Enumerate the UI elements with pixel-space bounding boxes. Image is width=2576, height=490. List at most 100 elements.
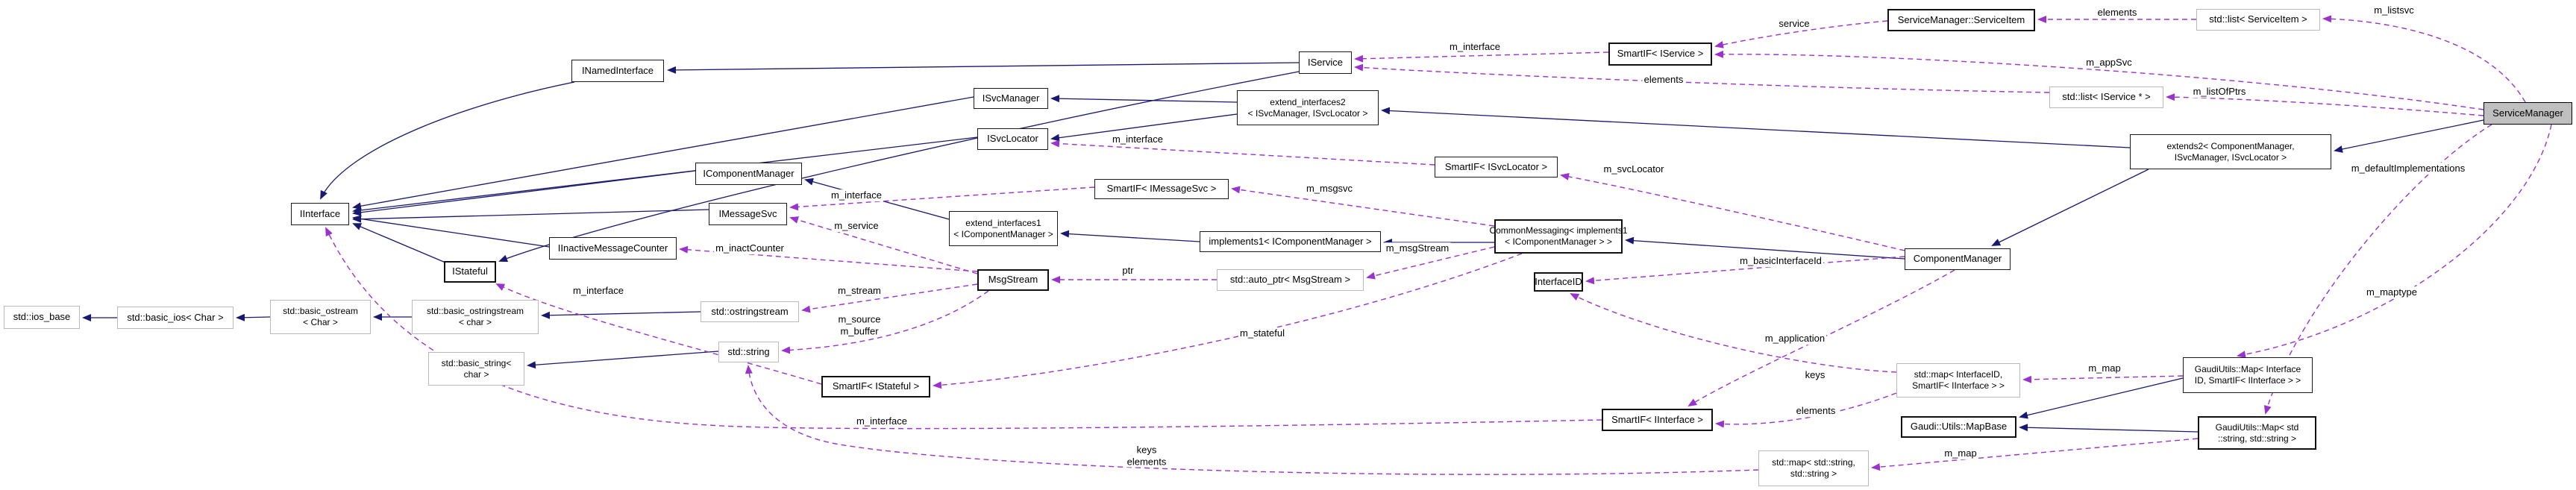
class-node-label: std::basic_ostream [283, 306, 358, 316]
class-node-std-basic-ios[interactable]: std::basic_ios< Char > [117, 307, 234, 329]
edge-istateful-to-iinterface [352, 223, 446, 263]
class-node-label: Gaudi::Utils::MapBase [1910, 421, 2008, 433]
class-node-iinterface[interactable]: IInterface [291, 203, 349, 225]
edge-std-map-stdstring-to-std-string [745, 365, 1759, 475]
edge-msgstream-to-std-string [781, 290, 989, 354]
class-node-iinactivemessagecounter[interactable]: IInactiveMessageCounter [549, 237, 677, 260]
class-node-label: < Char > [303, 317, 338, 327]
class-node-label: IService [1308, 56, 1343, 68]
class-node-extend-interfaces1[interactable]: extend_interfaces1< IComponentManager > [949, 211, 1058, 246]
class-node-msgstream[interactable]: MsgStream [977, 269, 1049, 291]
class-node-std-map-stdstring[interactable]: std::map< std::string,std::string > [1758, 450, 1869, 486]
class-node-imessagesvc[interactable]: IMessageSvc [709, 203, 787, 225]
edge-label-m-appsvc: m_appSvc [2084, 57, 2134, 69]
class-node-std-map-interfaceid[interactable]: std::map< InterfaceID,SmartIF< IInterfac… [1896, 363, 2020, 398]
class-node-smartif-iinterface[interactable]: SmartIF< IInterface > [1602, 409, 1713, 431]
edge-commonmessaging-to-smartif-imessagesvc [1231, 186, 1495, 227]
edge-label-keys-interfaceid: keys [1803, 369, 1827, 381]
edge-extends2-to-componentmanager [1991, 169, 2149, 246]
class-node-label: ISvcLocator [987, 133, 1038, 145]
class-node-label: implements1< IComponentManager > [1209, 235, 1372, 247]
class-node-servicemanager-serviceitem[interactable]: ServiceManager::ServiceItem [1887, 9, 2035, 31]
edge-iservice-to-inamedinterface [667, 62, 1300, 74]
class-node-iservice[interactable]: IService [1299, 51, 1352, 74]
class-node-label: std::auto_ptr< MsgStream > [1229, 274, 1351, 286]
edge-msgstream-to-imessagesvc [789, 216, 978, 274]
class-node-label: std::ios_base [13, 311, 71, 323]
class-node-std-basic-string[interactable]: std::basic_string<char > [428, 352, 524, 386]
class-node-smartif-isvclocator[interactable]: SmartIF< ISvcLocator > [1435, 157, 1558, 178]
class-node-gaudi-utils-mapbase[interactable]: Gaudi::Utils::MapBase [1901, 416, 2016, 438]
class-node-extend-interfaces2[interactable]: extend_interfaces2< ISvcManager, ISvcLoc… [1237, 90, 1379, 125]
edge-msgstream-to-std-ostringstream [801, 283, 978, 313]
edge-std-list-iservice-to-iservice [1354, 63, 2050, 93]
class-node-label: char > [463, 368, 489, 380]
class-node-label: std::string [727, 345, 770, 357]
edge-label-ptr: ptr [1121, 265, 1135, 277]
class-node-gaudiutils-map-stdstring[interactable]: GaudiUtils::Map< std::string, std::strin… [2198, 416, 2316, 450]
edge-extend-interfaces2-to-isvclocator [1050, 113, 1238, 142]
class-node-std-list-iservice[interactable]: std::list< IService * > [2049, 87, 2163, 108]
edge-implements1-to-extend-interfaces1 [1060, 230, 1200, 242]
class-node-istateful[interactable]: IStateful [444, 261, 496, 283]
edge-componentmanager-to-smartif-isvclocator [1560, 172, 1905, 251]
class-node-label: std::basic_string< [441, 357, 512, 368]
class-node-label: SmartIF< IInterface > > [1912, 380, 2005, 391]
edge-servicemanager-to-std-list-iservice [2166, 93, 2484, 116]
class-node-label: std::list< IService * > [2062, 91, 2151, 103]
edge-serviceitem-to-smartif-iservice [1714, 20, 1888, 48]
class-node-label: < ISvcManager, ISvcLocator > [1247, 107, 1368, 119]
class-node-componentmanager[interactable]: ComponentManager [1905, 248, 2011, 270]
class-node-std-ios-base[interactable]: std::ios_base [4, 306, 80, 329]
class-node-std-basic-ostream[interactable]: std::basic_ostream< Char > [270, 300, 371, 334]
class-node-std-auto-ptr-msgstream[interactable]: std::auto_ptr< MsgStream > [1217, 269, 1364, 291]
class-node-smartif-istateful[interactable]: SmartIF< IStateful > [821, 376, 930, 398]
class-node-isvcmanager[interactable]: ISvcManager [974, 88, 1048, 109]
edge-label-m-map-interfaceid: m_map [2087, 362, 2122, 374]
class-node-label: InterfaceID [1535, 275, 1582, 287]
edge-extends2-to-extend-interfaces2 [1381, 107, 2131, 148]
class-node-label: IComponentManager [703, 167, 795, 179]
edge-commonmessaging-to-std-auto-ptr [1366, 246, 1495, 280]
edge-label-m-interface-iservice: m_interface [1448, 41, 1502, 53]
edge-label-m-defaultimplementations: m_defaultImplementations [2349, 163, 2467, 175]
class-node-label: std::ostringstream [711, 305, 789, 317]
edge-label-m-listsvc: m_listsvc [2372, 4, 2416, 16]
class-node-std-list-serviceitem[interactable]: std::list< ServiceItem > [2196, 9, 2320, 31]
class-node-interfaceid[interactable]: InterfaceID [1534, 272, 1583, 292]
class-node-smartif-imessagesvc[interactable]: SmartIF< IMessageSvc > [1094, 179, 1229, 199]
edge-label-m-interface-iinterface: m_interface [855, 415, 909, 427]
class-node-commonmessaging[interactable]: CommonMessaging< implements1< IComponent… [1489, 219, 1628, 254]
edge-label-m-application: m_application [1763, 333, 1827, 345]
class-node-isvclocator[interactable]: ISvcLocator [977, 128, 1048, 150]
class-node-servicemanager[interactable]: ServiceManager [2483, 102, 2572, 125]
edge-icomponentmanager-to-iinterface [352, 170, 696, 216]
edge-servicemanager-to-std-list-serviceitem [2322, 15, 2526, 103]
class-node-smartif-iservice[interactable]: SmartIF< IService > [1608, 43, 1712, 66]
edge-label-service: service [1777, 18, 1811, 30]
class-node-label: extend_interfaces2 [1270, 96, 1346, 107]
class-node-label: extends2< ComponentManager, [2166, 140, 2295, 151]
class-node-label: ISvcManager [982, 92, 1040, 104]
class-node-label: SmartIF< IService > [1617, 48, 1704, 60]
class-node-std-basic-ostringstream[interactable]: std::basic_ostringstream< char > [412, 300, 539, 334]
class-node-std-ostringstream[interactable]: std::ostringstream [701, 301, 799, 322]
class-node-implements1[interactable]: implements1< IComponentManager > [1200, 231, 1381, 252]
class-node-std-string[interactable]: std::string [718, 342, 779, 362]
class-node-inamedinterface[interactable]: INamedInterface [571, 60, 664, 82]
edge-label-m-svclocator: m_svcLocator [1602, 163, 1666, 175]
edge-gaudiutils-map-interfaceid-to-mapbase [2019, 377, 2184, 419]
class-node-label: ServiceManager::ServiceItem [1897, 13, 2025, 25]
edge-smartif-iservice-to-iservice [1354, 51, 1609, 63]
class-node-extends2[interactable]: extends2< ComponentManager,ISvcManager, … [2130, 134, 2331, 169]
edge-std-basic-ostream-to-std-basic-ios [236, 313, 271, 321]
edge-label-m-msgstream: m_msgStream [1384, 242, 1451, 254]
edge-commonmessaging-to-smartif-istateful [933, 253, 1523, 389]
edge-isvcmanager-to-iinterface [352, 96, 974, 210]
class-node-icomponentmanager[interactable]: IComponentManager [695, 163, 802, 185]
edge-label-elements-serviceitem: elements [2096, 7, 2139, 19]
class-node-label: GaudiUtils::Map< std [2215, 421, 2299, 433]
edge-smartif-iinterface-to-iinterface [325, 227, 1602, 430]
